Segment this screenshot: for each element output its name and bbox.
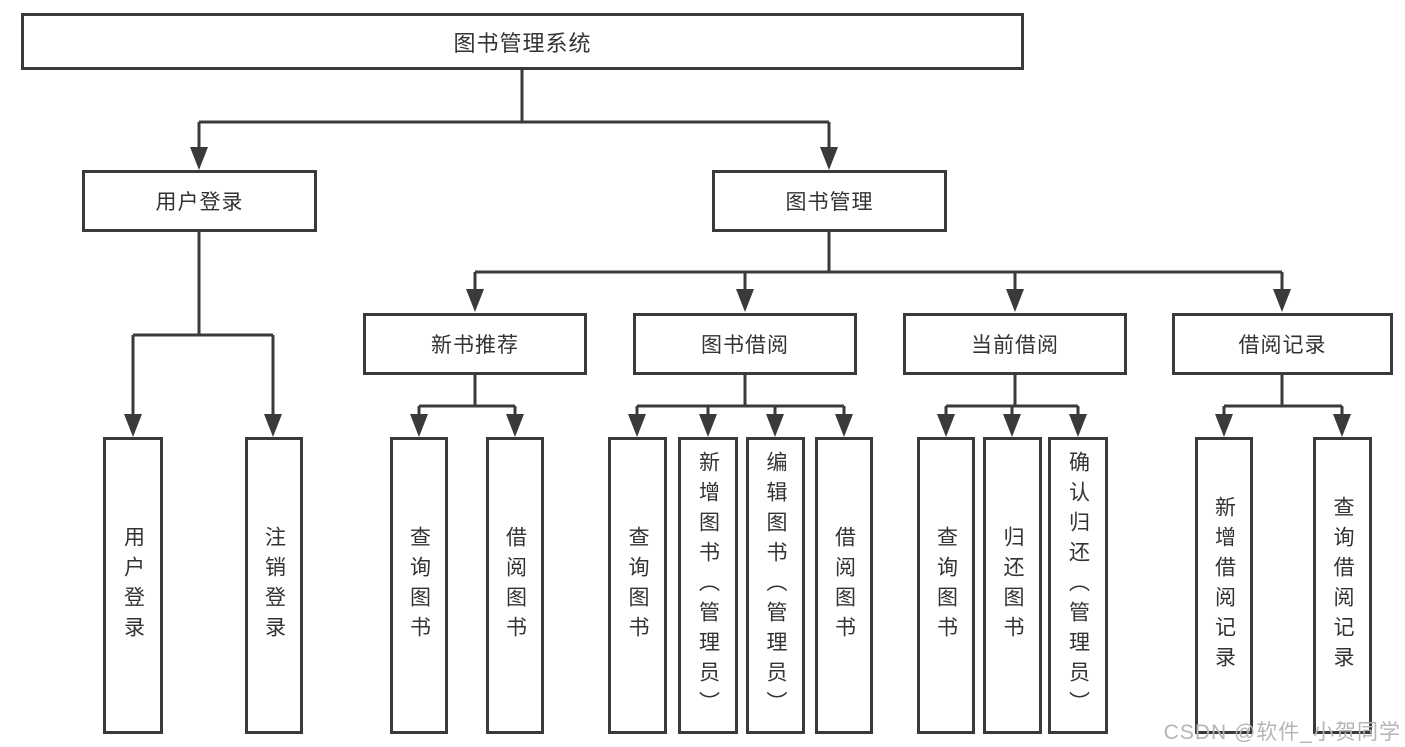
node-label: 图书管理 <box>785 191 874 214</box>
node-label: 新增图书（管理员） <box>696 450 720 721</box>
node-label: 当前借阅 <box>971 334 1059 357</box>
leaf-query-books-borrowing: 查询图书 <box>608 437 667 734</box>
leaf-query-books-current: 查询图书 <box>917 437 975 734</box>
node-label: 图书借阅 <box>701 334 789 357</box>
node-label: 查询图书 <box>626 525 649 646</box>
leaf-confirm-return-admin: 确认归还（管理员） <box>1048 437 1108 734</box>
leaf-user-login: 用户登录 <box>103 437 163 734</box>
leaf-borrow-books-recommend: 借阅图书 <box>486 437 544 734</box>
leaf-query-borrow-record: 查询借阅记录 <box>1313 437 1372 734</box>
node-label: 新书推荐 <box>431 334 519 357</box>
node-label: 注销登录 <box>262 525 286 646</box>
node-label: 查询图书 <box>934 525 958 646</box>
node-label: 借阅图书 <box>503 525 527 646</box>
node-label: 借阅图书 <box>832 525 856 646</box>
node-borrowing-records: 借阅记录 <box>1172 313 1393 375</box>
node-label: 图书管理系统 <box>453 30 592 56</box>
leaf-return-books: 归还图书 <box>983 437 1042 734</box>
node-label: 确认归还（管理员） <box>1066 450 1090 721</box>
node-label: 查询借阅记录 <box>1331 495 1354 676</box>
node-label: 查询图书 <box>407 525 431 646</box>
node-book-management: 图书管理 <box>712 170 947 232</box>
node-label: 用户登录 <box>155 191 244 214</box>
node-user-login: 用户登录 <box>82 170 317 232</box>
node-label: 编辑图书（管理员） <box>764 450 787 721</box>
leaf-logout: 注销登录 <box>245 437 303 734</box>
node-label: 借阅记录 <box>1238 334 1327 357</box>
node-label: 新增借阅记录 <box>1212 495 1236 676</box>
node-book-borrowing: 图书借阅 <box>633 313 857 375</box>
node-label: 归还图书 <box>1001 525 1024 646</box>
node-current-borrowing: 当前借阅 <box>903 313 1127 375</box>
node-new-book-recommend: 新书推荐 <box>363 313 587 375</box>
leaf-add-books-admin: 新增图书（管理员） <box>678 437 738 734</box>
node-label: 用户登录 <box>121 525 145 646</box>
node-root-library-system: 图书管理系统 <box>21 13 1024 70</box>
leaf-query-books-recommend: 查询图书 <box>390 437 448 734</box>
leaf-edit-books-admin: 编辑图书（管理员） <box>746 437 805 734</box>
leaf-borrow-books: 借阅图书 <box>815 437 873 734</box>
csdn-watermark: CSDN @软件_小贺同学 <box>1163 721 1401 744</box>
leaf-add-borrow-record: 新增借阅记录 <box>1195 437 1253 734</box>
